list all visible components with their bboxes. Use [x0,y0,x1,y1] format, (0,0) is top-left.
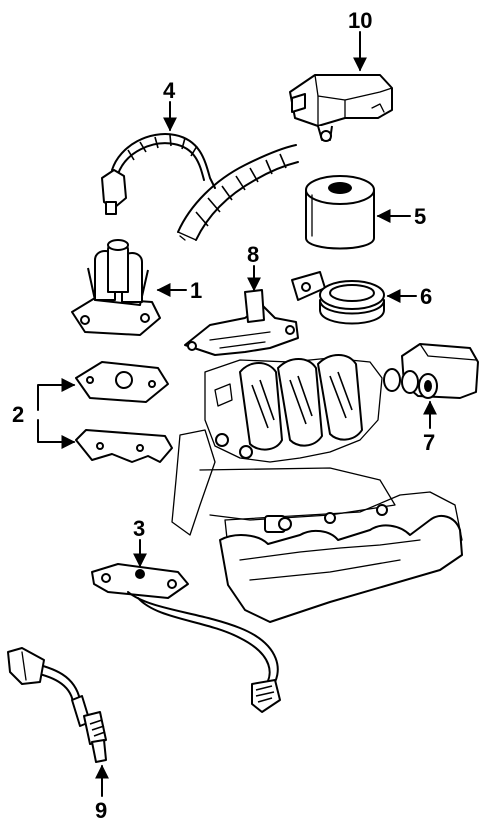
part-10-sensor-module [289,74,393,142]
callout-8: 8 [247,242,259,267]
callout-7: 7 [423,430,435,455]
part-2-gasket-upper [75,361,169,403]
part-5-canister [305,175,375,250]
engine-intake-manifold [204,354,383,463]
callout-5: 5 [414,204,426,229]
part-3-tube [91,563,281,713]
part-4-wiring-harness [101,133,299,241]
part-6-bracket [291,271,385,325]
callout-1: 1 [190,278,202,303]
callout-3: 3 [133,516,145,541]
callout-4: 4 [163,78,176,103]
part-7-connector [383,343,479,399]
callout-2: 2 [12,402,24,427]
callout-9: 9 [95,798,107,823]
part-2-gasket-lower [75,429,173,463]
engine-block [171,429,463,623]
callout-6: 6 [420,284,432,309]
part-9-oxygen-sensor [7,647,107,763]
part-1-valve [71,239,161,336]
callout-leaders [37,31,437,797]
callout-10: 10 [348,8,372,33]
part-8-bracket [184,289,299,356]
